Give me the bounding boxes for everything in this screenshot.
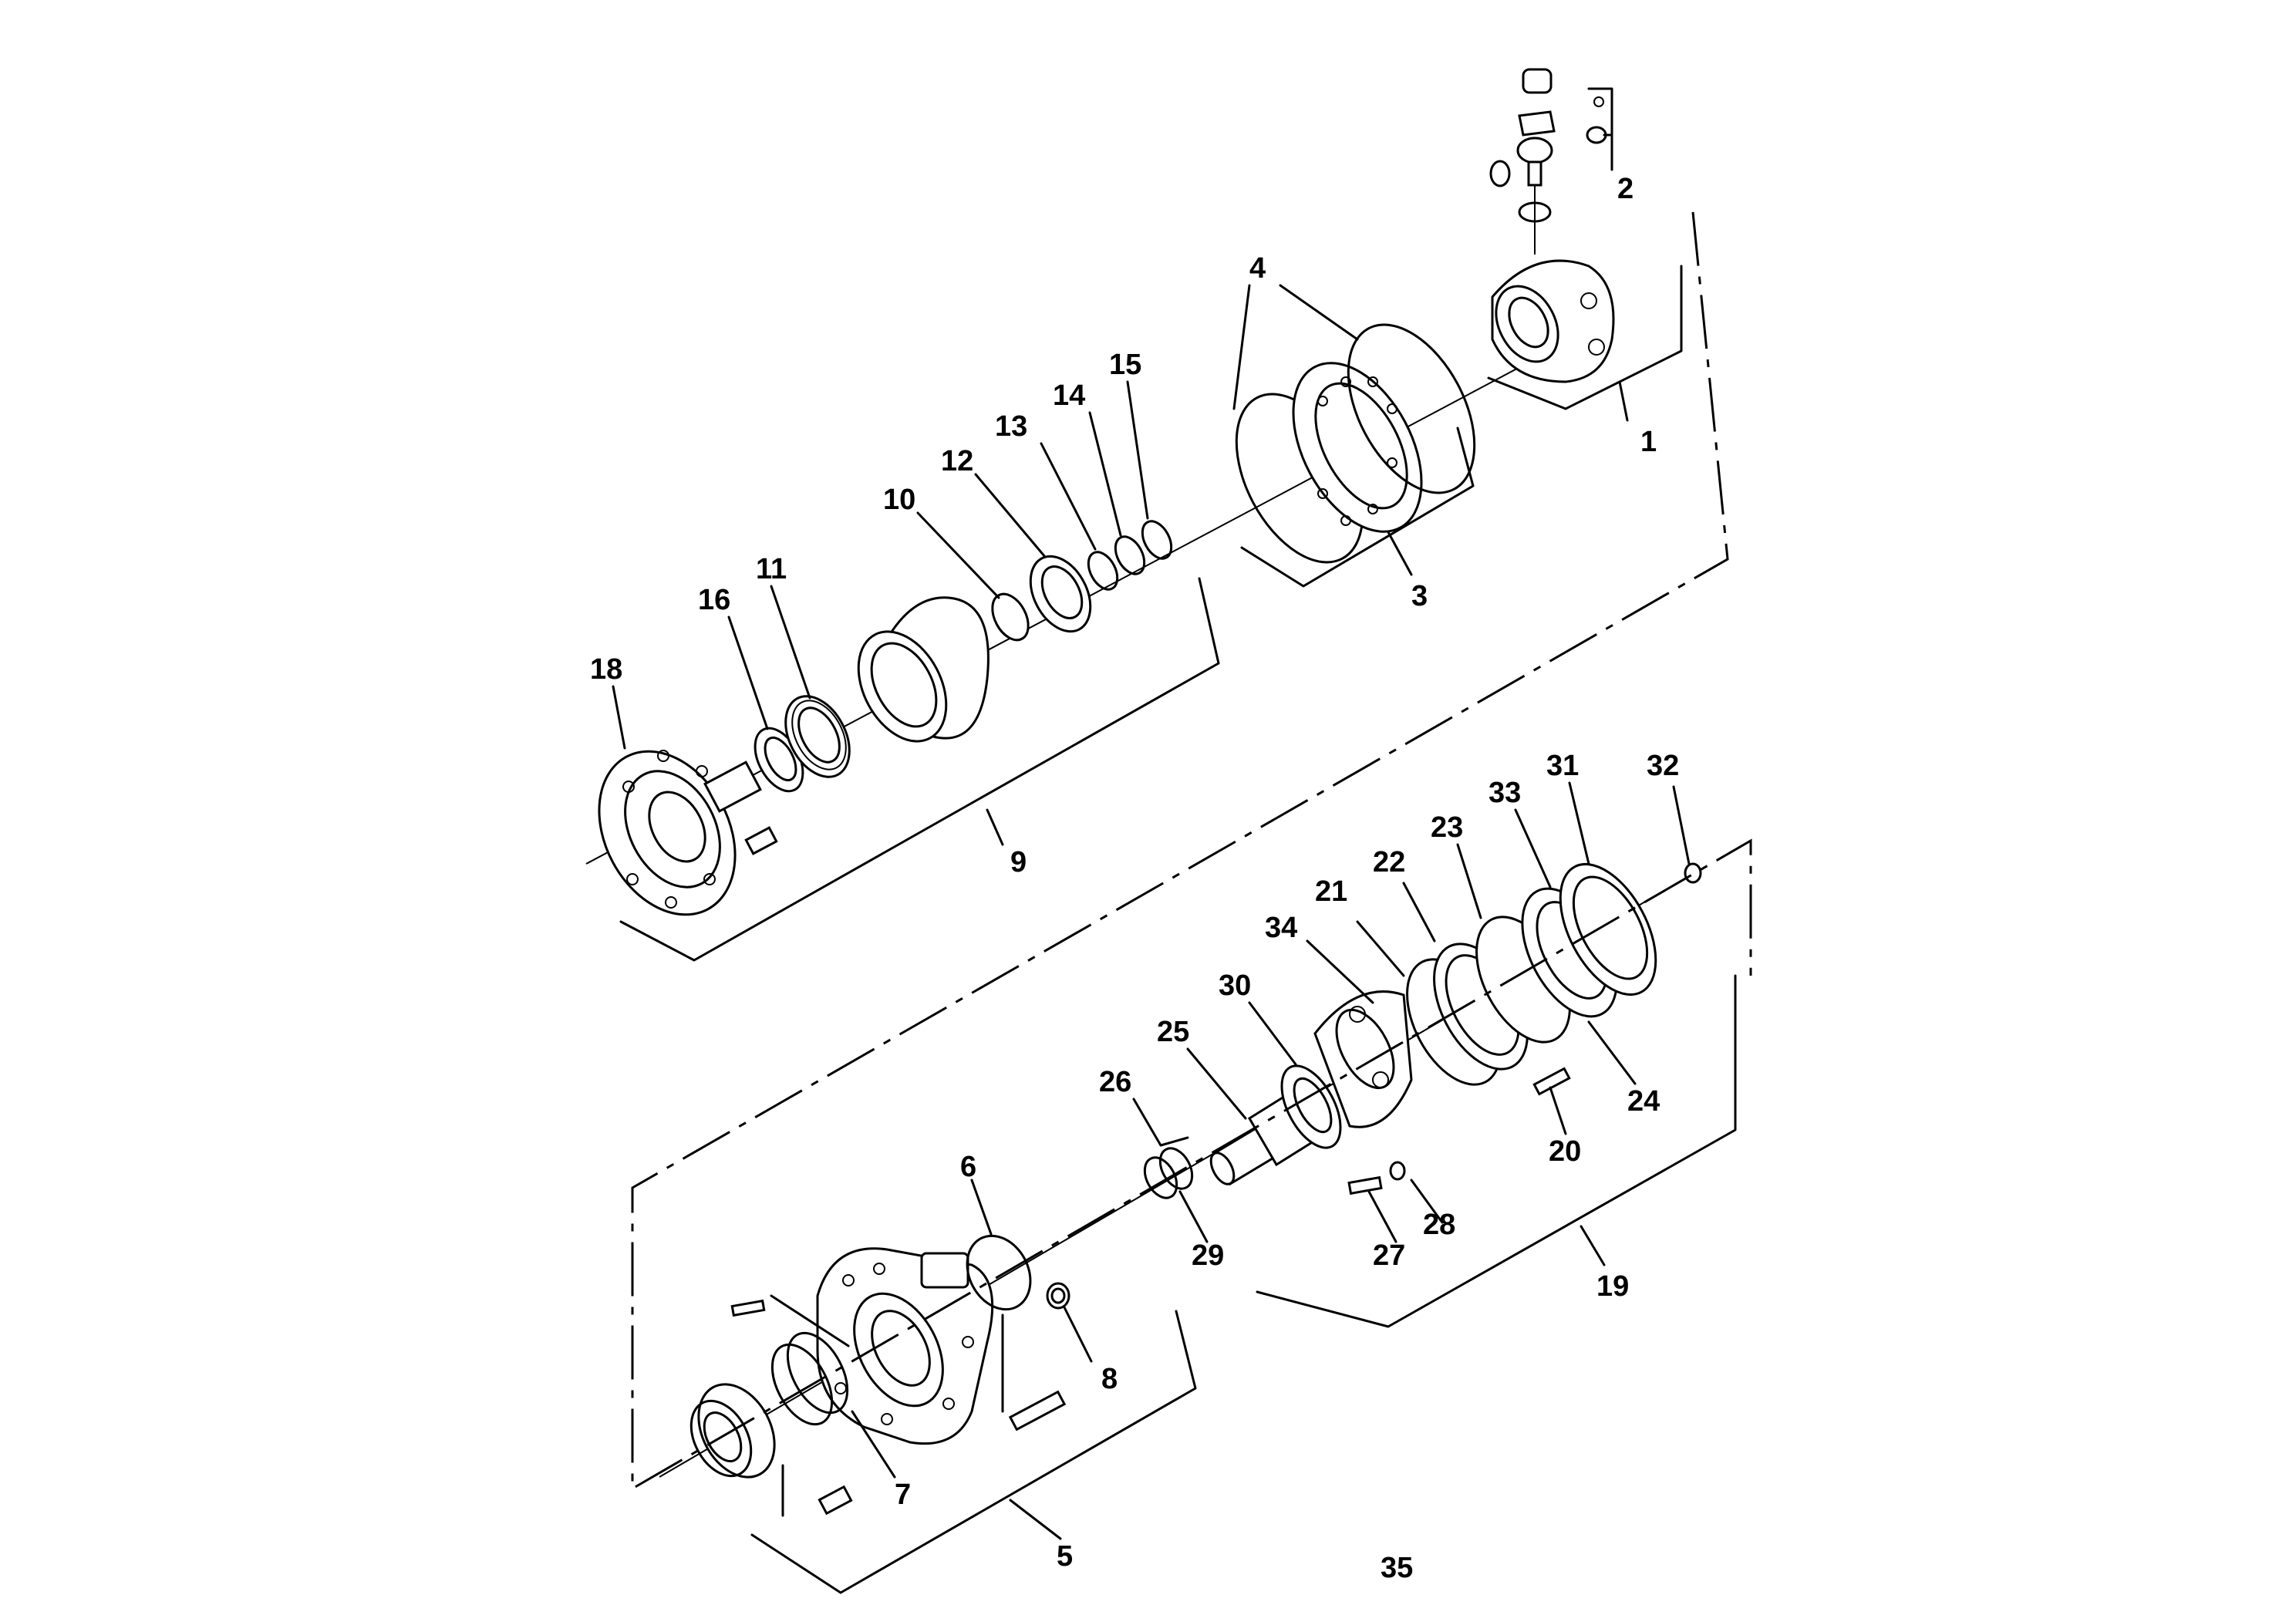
- label-2: 2: [1617, 173, 1633, 205]
- label-25: 25: [1157, 1016, 1189, 1048]
- label-6: 6: [960, 1151, 976, 1183]
- pin: [730, 1299, 766, 1317]
- callout-labels: 1 2 3 4 5 6 7 8 9 10 11 12 13 14 15 16 1…: [590, 173, 1679, 1584]
- part-9-housing: [857, 596, 990, 743]
- label-21: 21: [1315, 875, 1347, 908]
- label-5: 5: [1057, 1540, 1073, 1573]
- plug: [818, 1485, 853, 1516]
- part-4-seal-right: [1347, 323, 1476, 494]
- label-29: 29: [1192, 1239, 1224, 1272]
- part-1-block: [1491, 259, 1615, 383]
- label-11: 11: [756, 553, 787, 585]
- part-26-ring: [1143, 1156, 1178, 1199]
- part-7-rings: [770, 1331, 849, 1426]
- part-34-carrier: [1313, 990, 1413, 1128]
- label-14: 14: [1053, 379, 1085, 412]
- part-32-fitting: [1684, 862, 1702, 884]
- label-13: 13: [995, 410, 1027, 443]
- label-26: 26: [1099, 1066, 1131, 1098]
- label-16: 16: [698, 584, 730, 616]
- label-19: 19: [1596, 1270, 1629, 1303]
- leader-lines: [612, 87, 1752, 1594]
- label-9: 9: [1010, 846, 1027, 878]
- bolt: [1008, 1390, 1067, 1431]
- part-31-plate: [1559, 862, 1657, 996]
- label-30: 30: [1219, 969, 1251, 1002]
- part-3-body: [1292, 362, 1423, 533]
- part-20-bolt: [1532, 1067, 1571, 1096]
- part-13-ring: [1087, 551, 1119, 591]
- label-31: 31: [1546, 750, 1579, 782]
- label-28: 28: [1423, 1209, 1455, 1241]
- label-35: 35: [1381, 1552, 1413, 1584]
- part-30-gear: [1280, 1064, 1342, 1149]
- upper-assembly: [585, 68, 1615, 916]
- label-34: 34: [1265, 912, 1297, 944]
- part-14-ring: [1114, 535, 1146, 575]
- label-7: 7: [895, 1479, 911, 1511]
- label-4: 4: [1249, 252, 1266, 285]
- label-1: 1: [1640, 426, 1657, 458]
- label-10: 10: [883, 484, 915, 516]
- part-2-fittings: [1489, 68, 1607, 255]
- part-11-bearing: [784, 695, 851, 778]
- part-18-flange: [598, 750, 778, 916]
- part-28-washer: [1389, 1161, 1406, 1181]
- label-23: 23: [1431, 811, 1463, 844]
- label-18: 18: [590, 653, 622, 686]
- label-8: 8: [1101, 1363, 1118, 1395]
- part-5-housing: [816, 1247, 994, 1445]
- part-8-plug: [1046, 1282, 1070, 1310]
- label-24: 24: [1627, 1085, 1660, 1118]
- part-12-bearing: [1029, 555, 1092, 633]
- part-27-screw: [1347, 1175, 1383, 1195]
- label-15: 15: [1109, 349, 1141, 381]
- part-15-ring: [1141, 520, 1173, 560]
- part-29-ring: [1158, 1147, 1194, 1190]
- label-22: 22: [1373, 846, 1405, 878]
- label-12: 12: [941, 445, 973, 477]
- part-10-ring: [991, 592, 1030, 642]
- lower-assembly: [659, 862, 1702, 1516]
- part-6-o-ring: [966, 1234, 1032, 1311]
- label-27: 27: [1373, 1239, 1405, 1272]
- label-20: 20: [1549, 1135, 1581, 1168]
- label-32: 32: [1647, 750, 1679, 782]
- label-3: 3: [1411, 580, 1428, 612]
- label-33: 33: [1489, 777, 1521, 809]
